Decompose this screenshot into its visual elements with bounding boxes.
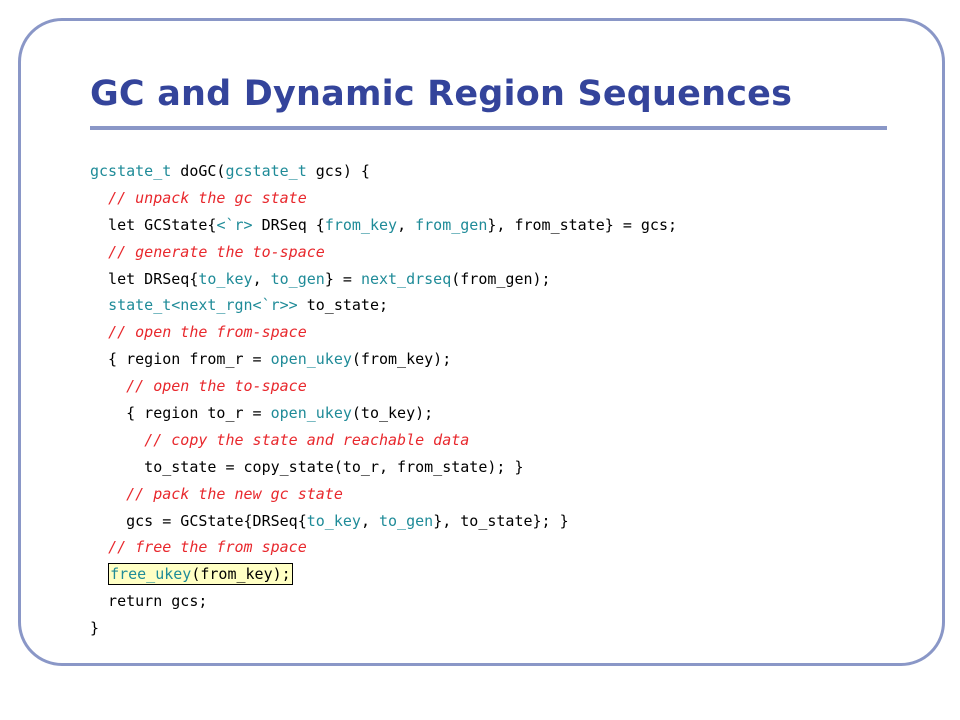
code-comment: // open the to-space: [126, 377, 307, 396]
code-line: let DRSeq{to_key, to_gen} = next_drseq(f…: [90, 266, 890, 293]
code-text: ,: [360, 511, 379, 530]
code-text: let DRSeq{: [90, 269, 199, 288]
code-text: gcs = GCState{DRSeq{: [90, 511, 307, 530]
code-identifier: next_drseq: [360, 269, 452, 288]
code-text: ,: [252, 269, 271, 288]
code-text: (from_key);: [351, 350, 452, 369]
code-text: to_state;: [297, 296, 389, 315]
code-text: }, to_state}; }: [433, 511, 569, 530]
code-text: [90, 431, 144, 449]
code-line: return gcs;: [90, 588, 890, 615]
code-line: // free the from space: [90, 534, 890, 561]
code-comment: // free the from space: [108, 538, 307, 557]
code-text: ,: [397, 215, 416, 234]
code-identifier: to_key: [198, 269, 253, 288]
code-line: to_state = copy_state(to_r, from_state);…: [90, 454, 890, 481]
code-identifier: to_key: [306, 511, 361, 530]
code-identifier: free_ukey: [110, 565, 192, 584]
code-text: [90, 485, 126, 503]
code-text: [90, 296, 108, 314]
code-text: doGC(: [171, 162, 226, 180]
code-text: (to_key);: [351, 404, 434, 423]
code-line: // generate the to-space: [90, 239, 890, 266]
code-line: let GCState{<`r> DRSeq {from_key, from_g…: [90, 212, 890, 239]
code-line: gcstate_t doGC(gcstate_t gcs) {: [90, 158, 890, 185]
code-line: { region from_r = open_ukey(from_key);: [90, 346, 890, 373]
code-comment: // open the from-space: [108, 323, 307, 342]
code-comment: // pack the new gc state: [126, 484, 343, 503]
code-identifier: gcstate_t: [225, 162, 307, 180]
code-line: state_t<next_rgn<`r>> to_state;: [90, 292, 890, 319]
code-identifier: to_gen: [270, 269, 325, 288]
code-text: gcs) {: [306, 162, 370, 180]
code-block: gcstate_t doGC(gcstate_t gcs) { // unpac…: [90, 158, 890, 642]
code-line: { region to_r = open_ukey(to_key);: [90, 400, 890, 427]
code-identifier: to_gen: [379, 511, 434, 530]
code-text: (from_key);: [191, 565, 291, 584]
code-identifier: from_key: [324, 215, 398, 234]
title-underline: [90, 126, 887, 130]
code-text: [90, 538, 108, 556]
code-identifier: open_ukey: [270, 350, 352, 369]
code-line: // open the from-space: [90, 319, 890, 346]
code-identifier: from_gen: [415, 215, 488, 234]
slide-title: GC and Dynamic Region Sequences: [90, 74, 793, 114]
code-line: // copy the state and reachable data: [90, 427, 890, 454]
code-text: { region from_r =: [90, 350, 271, 369]
code-text: [90, 377, 126, 395]
code-identifier: <next_rgn<`r>>: [171, 296, 298, 315]
code-text: [90, 189, 108, 207]
code-line: // open the to-space: [90, 373, 890, 400]
code-text: }, from_state} = gcs;: [487, 215, 678, 234]
code-text: }: [90, 619, 100, 638]
code-identifier: gcstate_t: [90, 162, 172, 180]
code-text: [90, 243, 108, 261]
code-text: (from_gen);: [451, 269, 551, 288]
code-text: DRSeq {: [252, 215, 325, 234]
code-text: return gcs;: [90, 592, 208, 611]
code-line: // unpack the gc state: [90, 185, 890, 212]
code-line: // pack the new gc state: [90, 481, 890, 508]
highlighted-code: free_ukey(from_key);: [108, 563, 293, 586]
code-text: { region to_r =: [90, 404, 271, 423]
code-text: to_state = copy_state(to_r, from_state);…: [90, 457, 524, 476]
code-identifier: state_t: [108, 296, 172, 315]
code-text: } =: [324, 269, 361, 288]
code-identifier: <`r>: [216, 215, 253, 234]
code-text: [90, 565, 108, 583]
code-line: free_ukey(from_key);: [90, 561, 890, 588]
code-line: gcs = GCState{DRSeq{to_key, to_gen}, to_…: [90, 508, 890, 535]
code-line: }: [90, 615, 890, 642]
code-text: let GCState{: [90, 215, 217, 234]
code-identifier: open_ukey: [270, 404, 352, 423]
code-text: [90, 323, 108, 341]
code-comment: // unpack the gc state: [108, 188, 307, 207]
code-comment: // copy the state and reachable data: [144, 430, 470, 449]
code-comment: // generate the to-space: [108, 242, 325, 261]
